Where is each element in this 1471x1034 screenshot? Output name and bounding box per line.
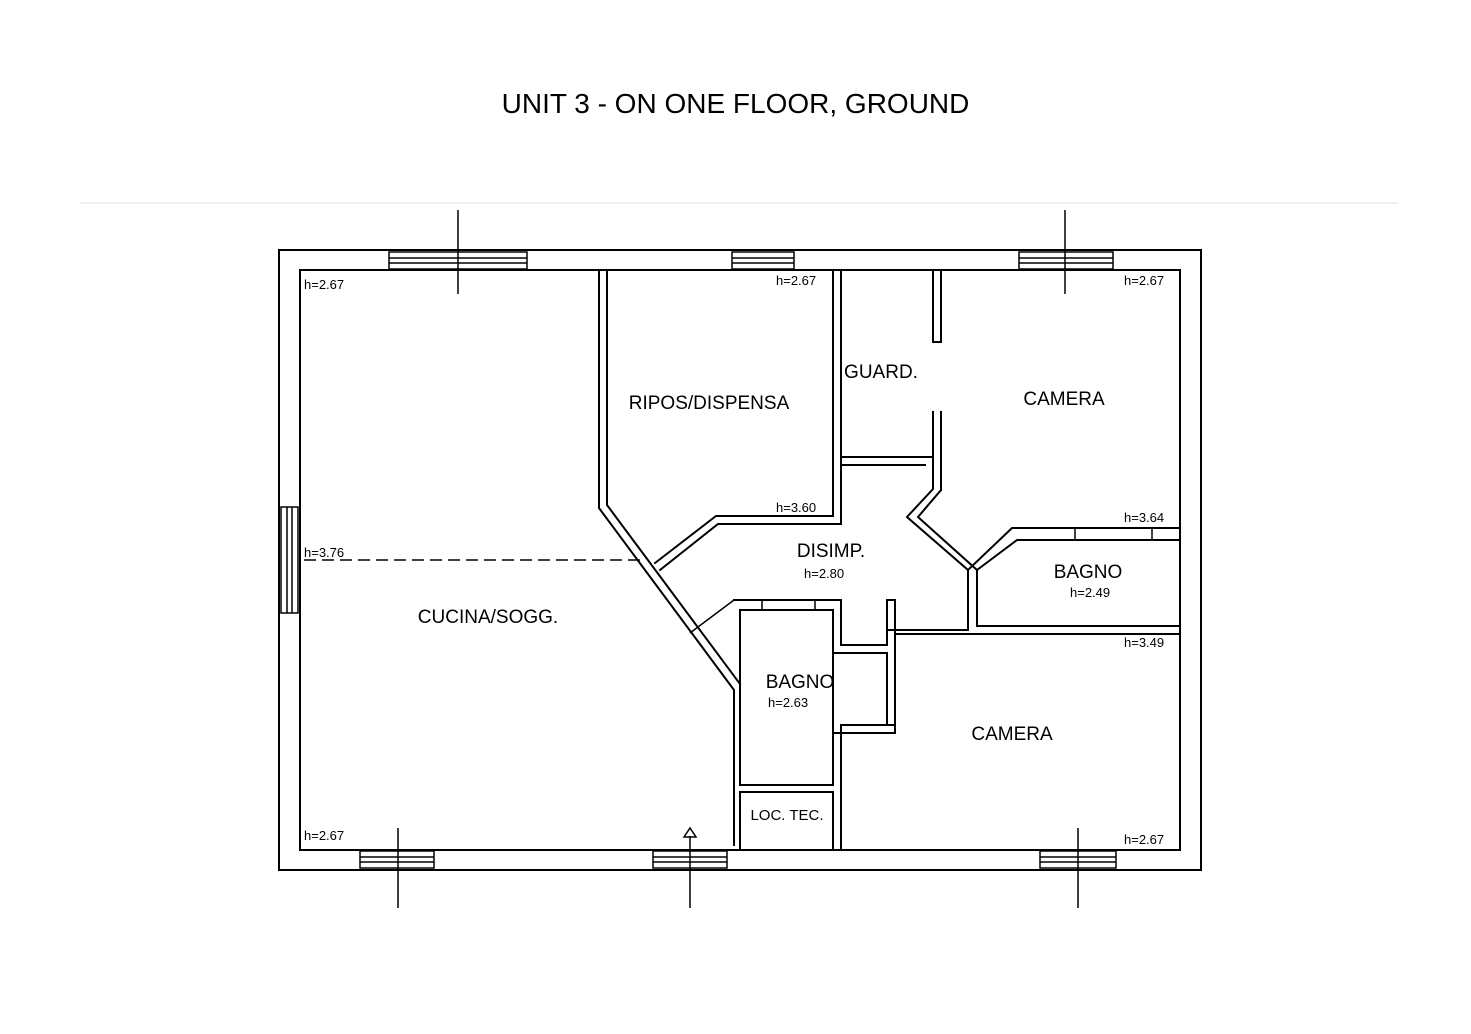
height-label-cucina-mid: h=3.76: [304, 545, 344, 560]
interior-walls: [598, 269, 1181, 851]
room-label-camera-top: CAMERA: [1023, 389, 1105, 410]
room-label-guard: GUARD.: [844, 362, 918, 383]
height-label-camera-bottom-top: h=3.49: [1124, 635, 1164, 650]
room-label-cucina: CUCINA/SOGG.: [418, 607, 558, 628]
room-label-bagno-center: BAGNO: [766, 672, 835, 693]
window-left: [280, 506, 299, 614]
height-label-camera-bottom-bottom: h=2.67: [1124, 832, 1164, 847]
window-top-3: [1018, 251, 1114, 270]
height-label-bagno-right: h=2.49: [1070, 585, 1110, 600]
room-label-disimp: DISIMP.: [797, 541, 865, 562]
room-label-ripos: RIPOS/DISPENSA: [629, 393, 790, 414]
room-label-camera-bottom: CAMERA: [971, 724, 1053, 745]
height-label-camera-top-top: h=2.67: [1124, 273, 1164, 288]
section-marks: [397, 210, 1079, 908]
window-bottom-1: [359, 850, 435, 869]
height-label-ripos-top: h=2.67: [776, 273, 816, 288]
height-label-ripos-bottom: h=3.60: [776, 500, 816, 515]
height-label-bagno-center: h=2.63: [768, 695, 808, 710]
plan-title: UNIT 3 - ON ONE FLOOR, GROUND: [501, 88, 970, 119]
height-label-camera-top-bottom: h=3.64: [1124, 510, 1164, 525]
window-top-2: [731, 251, 795, 270]
height-label-cucina-bottom: h=2.67: [304, 828, 344, 843]
height-label-disimp: h=2.80: [804, 566, 844, 581]
room-label-loc-tec: LOC. TEC.: [750, 807, 823, 824]
outer-wall-exterior: [278, 249, 1202, 871]
room-label-bagno-right: BAGNO: [1054, 562, 1123, 583]
height-label-cucina-top: h=2.67: [304, 277, 344, 292]
